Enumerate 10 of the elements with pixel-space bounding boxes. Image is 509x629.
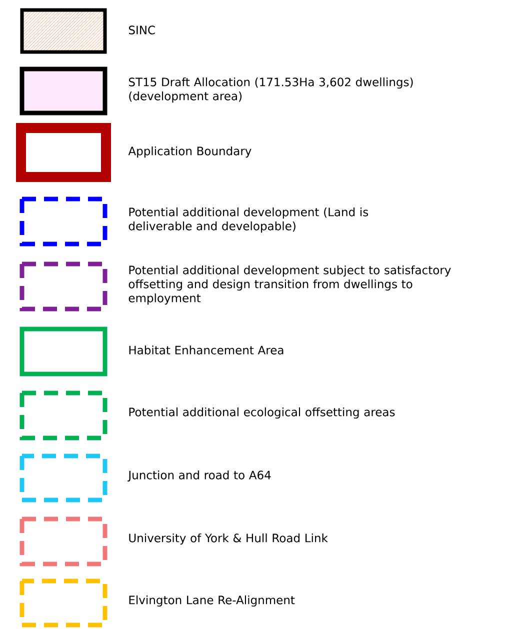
legend-text: Elvington Lane Re-Alignment bbox=[129, 595, 295, 607]
legend-text: Habitat Enhancement Area bbox=[129, 346, 284, 354]
legend-text: ST15 Draft Allocation (171.53Ha 3,602 dwellings) (development area) bbox=[128, 77, 413, 103]
legend-text: Potential additional development subject to satisfactory offsetting and design transition from dwellings to employment bbox=[128, 265, 451, 305]
legend-text: University of York & Hull Road Link bbox=[129, 533, 328, 545]
legend-text: Potential additional ecological offsetting areas bbox=[129, 407, 395, 419]
legend-text: Potential additional development (Land is deliverable and developable) bbox=[128, 207, 368, 233]
legend-text: SINC bbox=[128, 26, 155, 34]
legend-text: Junction and road to A64 bbox=[128, 470, 271, 482]
legend-text: Application Boundary bbox=[128, 146, 252, 158]
